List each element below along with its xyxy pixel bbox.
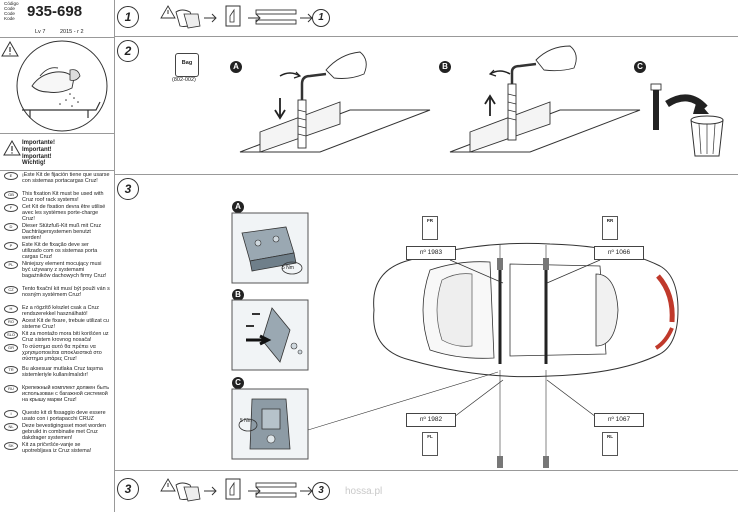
lang-text: Acest Kit de fixare, trebuie utilizat cu… [22,318,109,331]
panel-c-illustration [650,83,724,157]
ref-front-left-top: nº 1983 [406,246,456,260]
lang-text: Questo kit di fissaggio deve essere usat… [22,410,106,423]
lang-text: This fixation Kit must be used with Cruz… [22,191,104,204]
step-4-target: 3 [312,482,330,500]
panel-a-badge: A [230,61,242,73]
roof-bar-icon [255,9,297,25]
lang-text: Niniejszy element mocujący musi być używ… [22,261,107,280]
lang-text: Tento fixační kit musí být použi ván s n… [22,286,110,299]
lang-code: RO [4,318,18,326]
panel-b-illustration [449,45,641,153]
lang-text: ¡Este Kit de fijación tiene que usarse c… [22,172,110,185]
detail-a-image [231,212,309,284]
lang-code: GR [4,344,18,352]
panel-b-badge: B [439,61,451,73]
lang-text: Kit za montažo mora biti korišćen uz Cru… [22,331,109,344]
lang-text: Dieser Stützfuß-Kit muß mit Cruz Dachträ… [22,223,102,242]
dir-fr-box: FR [422,216,438,240]
lang-code: H [4,305,18,313]
lang-code: F [4,204,18,212]
lang-text: Kit za pričvršće-vanje se upotrebljava i… [22,442,92,455]
lang-code: I [4,410,18,418]
lang-text: Крепежный комплект должен быть использов… [22,385,110,404]
step-4-number: 3 [117,478,139,500]
detail-b-badge: B [232,289,244,301]
code-labels: Código Code Code Kode [4,1,19,21]
dir-rl-label: RL [607,434,613,439]
ref-rear-right-top: nº 1066 [594,246,644,260]
cleaning-warning-illustration [1,40,108,132]
step-3-number: 3 [117,178,139,200]
panel-a-illustration [239,51,431,153]
lang-text: Cet Kit de fixation devra être utilisé a… [22,204,106,223]
version-label: 2015 - r 2 [60,29,84,35]
lang-text: Deze bevestigingsset moet worden gebruik… [22,423,106,442]
lang-code: TR [4,366,18,374]
car-top-view [373,242,679,378]
warning-icon [3,139,21,156]
product-code: 935-698 [27,3,83,20]
dir-fr-label: FR [427,218,433,223]
detail-c-badge: C [232,377,244,389]
detail-c-torque: 5 Nm [240,418,252,424]
lang-code: CZ [4,286,18,294]
step-2-number: 2 [117,40,139,62]
step-1-sequence [160,5,313,29]
dir-rl-box: RL [602,432,618,456]
lang-code: D [4,223,18,231]
detail-a-torque: 5 Nm [282,265,294,271]
lang-code: GB [4,191,18,199]
panel-c-badge: C [634,61,646,73]
lang-code: SLO [4,331,18,339]
level-label: Lv 7 [35,29,46,35]
ref-front-left-bottom: nº 1982 [406,413,456,427]
dir-rr-label: RR [606,218,614,223]
dir-fl-box: FL [422,432,438,456]
lang-code: P [4,242,18,250]
lang-code: E [4,172,18,180]
important-titles: Importante! Important! Important! Wichti… [22,140,55,167]
step-1-number: 1 [117,6,139,28]
detail-a-badge: A [232,201,244,213]
lang-code: SK [4,442,18,450]
dir-fl-label: FL [427,434,433,439]
lang-text: Το σύστημα αυτό θα πρέπει να χρησιμοποιε… [22,344,102,363]
lang-text: Ez a rögzítő készlet csak a Cruz rendsze… [22,305,99,318]
lang-text: Bu aksesuar mutlaka Cruz taşıma sistemle… [22,366,103,379]
step-1-target: 1 [312,9,330,27]
lang-code: NL [4,423,18,431]
manual-icon [225,5,241,27]
sidebar-divider [114,0,115,512]
lang-code: RU [4,385,18,393]
detail-c-image [231,388,309,460]
dir-rr-box: RR [602,216,618,240]
warning-read-icon [160,5,201,29]
detail-b-image [231,299,309,371]
bag-icon [175,53,199,77]
step-4-sequence [160,478,313,502]
lang-code: PL [4,261,18,269]
watermark: hossa.pl [345,486,383,497]
bag-ref: (802-002) [172,77,196,83]
ref-rear-right-bottom: nº 1067 [594,413,644,427]
bag-label: Bag [181,60,193,66]
lang-text: Este Kit de fixação deve ser utilizado c… [22,242,98,261]
